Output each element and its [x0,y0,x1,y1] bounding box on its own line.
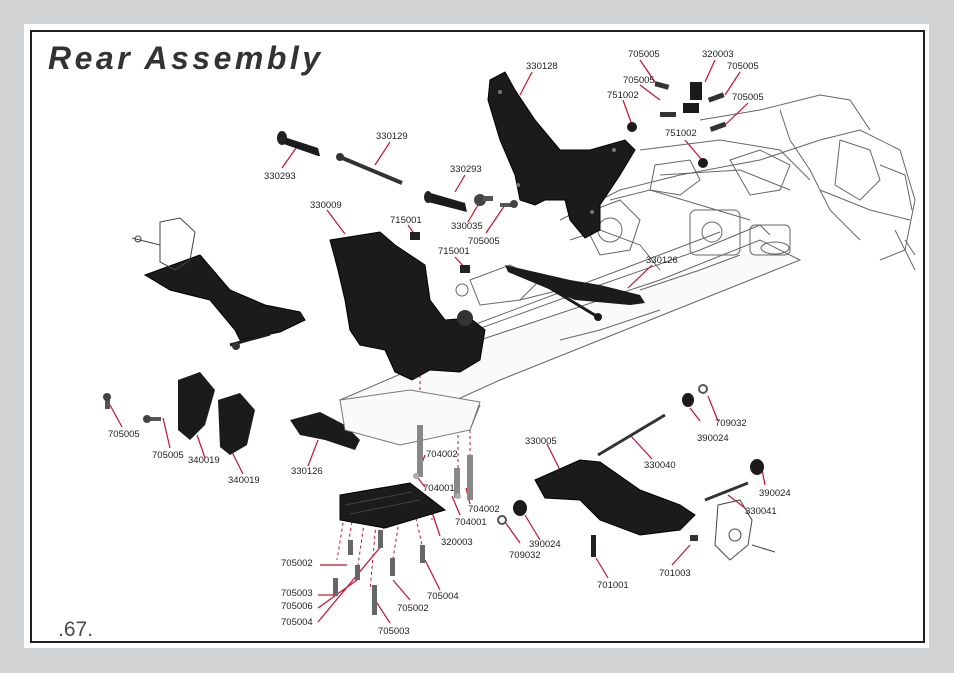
label-330041: 330041 [745,506,777,517]
page-number: .67. [58,618,94,641]
label-705005-b: 705005 [623,75,655,86]
label-704002-a: 704002 [426,449,458,460]
label-330035: 330035 [451,221,483,232]
label-751002-a: 751002 [607,90,639,101]
left-suspension-arm [143,254,306,350]
label-705002-b: 705002 [397,603,429,614]
label-705003-b: 705003 [378,626,410,637]
rod-end-330293-b [424,191,467,212]
label-705004-b: 705004 [427,591,459,602]
left-hub-carrier [131,217,196,271]
skid-plate-320003 [339,482,447,529]
label-330126-b: 330126 [291,466,323,477]
rear-bulkhead-330009 [329,231,486,381]
washers-709032 [497,384,708,525]
label-330129: 330129 [376,131,408,142]
label-709032-b: 709032 [509,550,541,561]
set-screw-701003 [690,535,698,541]
label-709032-a: 709032 [715,418,747,429]
nuts-715001 [410,232,470,273]
label-705005-f: 705005 [108,429,140,440]
bushings-390024 [513,393,764,516]
label-705005-c: 705005 [727,61,759,72]
page-frame [30,30,925,643]
label-330040: 330040 [644,460,676,471]
page-title: Rear Assembly [48,40,324,76]
turnbuckle-330129 [336,153,403,185]
screw-701001 [591,535,596,557]
hinge-pin-330040 [597,413,666,457]
label-320003-b: 320003 [441,537,473,548]
chassis-plate-outline [339,389,481,446]
leader-lines [109,59,766,624]
label-705004-a: 705004 [281,617,313,628]
label-390024-b: 390024 [759,488,791,499]
skid-plate-screws [333,530,425,615]
screw-705005-e [500,200,518,208]
label-330009: 330009 [310,200,342,211]
shock-cap-330126 [505,265,645,321]
screws-705005-left [103,393,161,423]
label-705005-d: 705005 [732,92,764,103]
part-labels: 330128 705005 320003 705005 705005 75100… [108,49,791,637]
label-340019-b: 340019 [228,475,260,486]
label-705003-a: 705003 [281,588,313,599]
label-320003-a: 320003 [702,49,734,60]
label-390024-c: 390024 [529,539,561,550]
ball-stud-330035 [474,194,493,206]
hinge-pin-mounts-340019 [178,372,255,455]
right-hub-carrier [714,499,776,561]
label-330293-b: 330293 [450,164,482,175]
rod-end-330293-a [277,131,320,156]
label-715001-b: 715001 [438,246,470,257]
right-suspension-arm-330005 [534,459,696,536]
label-705005-a: 705005 [628,49,660,60]
label-701001: 701001 [597,580,629,591]
label-390024-a: 390024 [697,433,729,444]
label-340019-a: 340019 [188,455,220,466]
label-705002-a: 705002 [281,558,313,569]
hinge-pin-330041 [704,481,749,502]
label-704001-b: 704001 [455,517,487,528]
label-751002-b: 751002 [665,128,697,139]
label-705005-g: 705005 [152,450,184,461]
label-330005: 330005 [525,436,557,447]
label-705006: 705006 [281,601,313,612]
label-330126-a: 330126 [646,255,678,266]
label-715001-a: 715001 [390,215,422,226]
label-705005-e: 705005 [468,236,500,247]
label-701003: 701003 [659,568,691,579]
shock-parts-top [627,81,727,168]
rear-brace-330126 [290,412,360,450]
shock-tower [487,71,636,239]
label-704001-a: 704001 [423,483,455,494]
label-330128: 330128 [526,61,558,72]
label-330293-a: 330293 [264,171,296,182]
hinge-pins-704 [413,425,473,500]
label-704002-b: 704002 [468,504,500,515]
